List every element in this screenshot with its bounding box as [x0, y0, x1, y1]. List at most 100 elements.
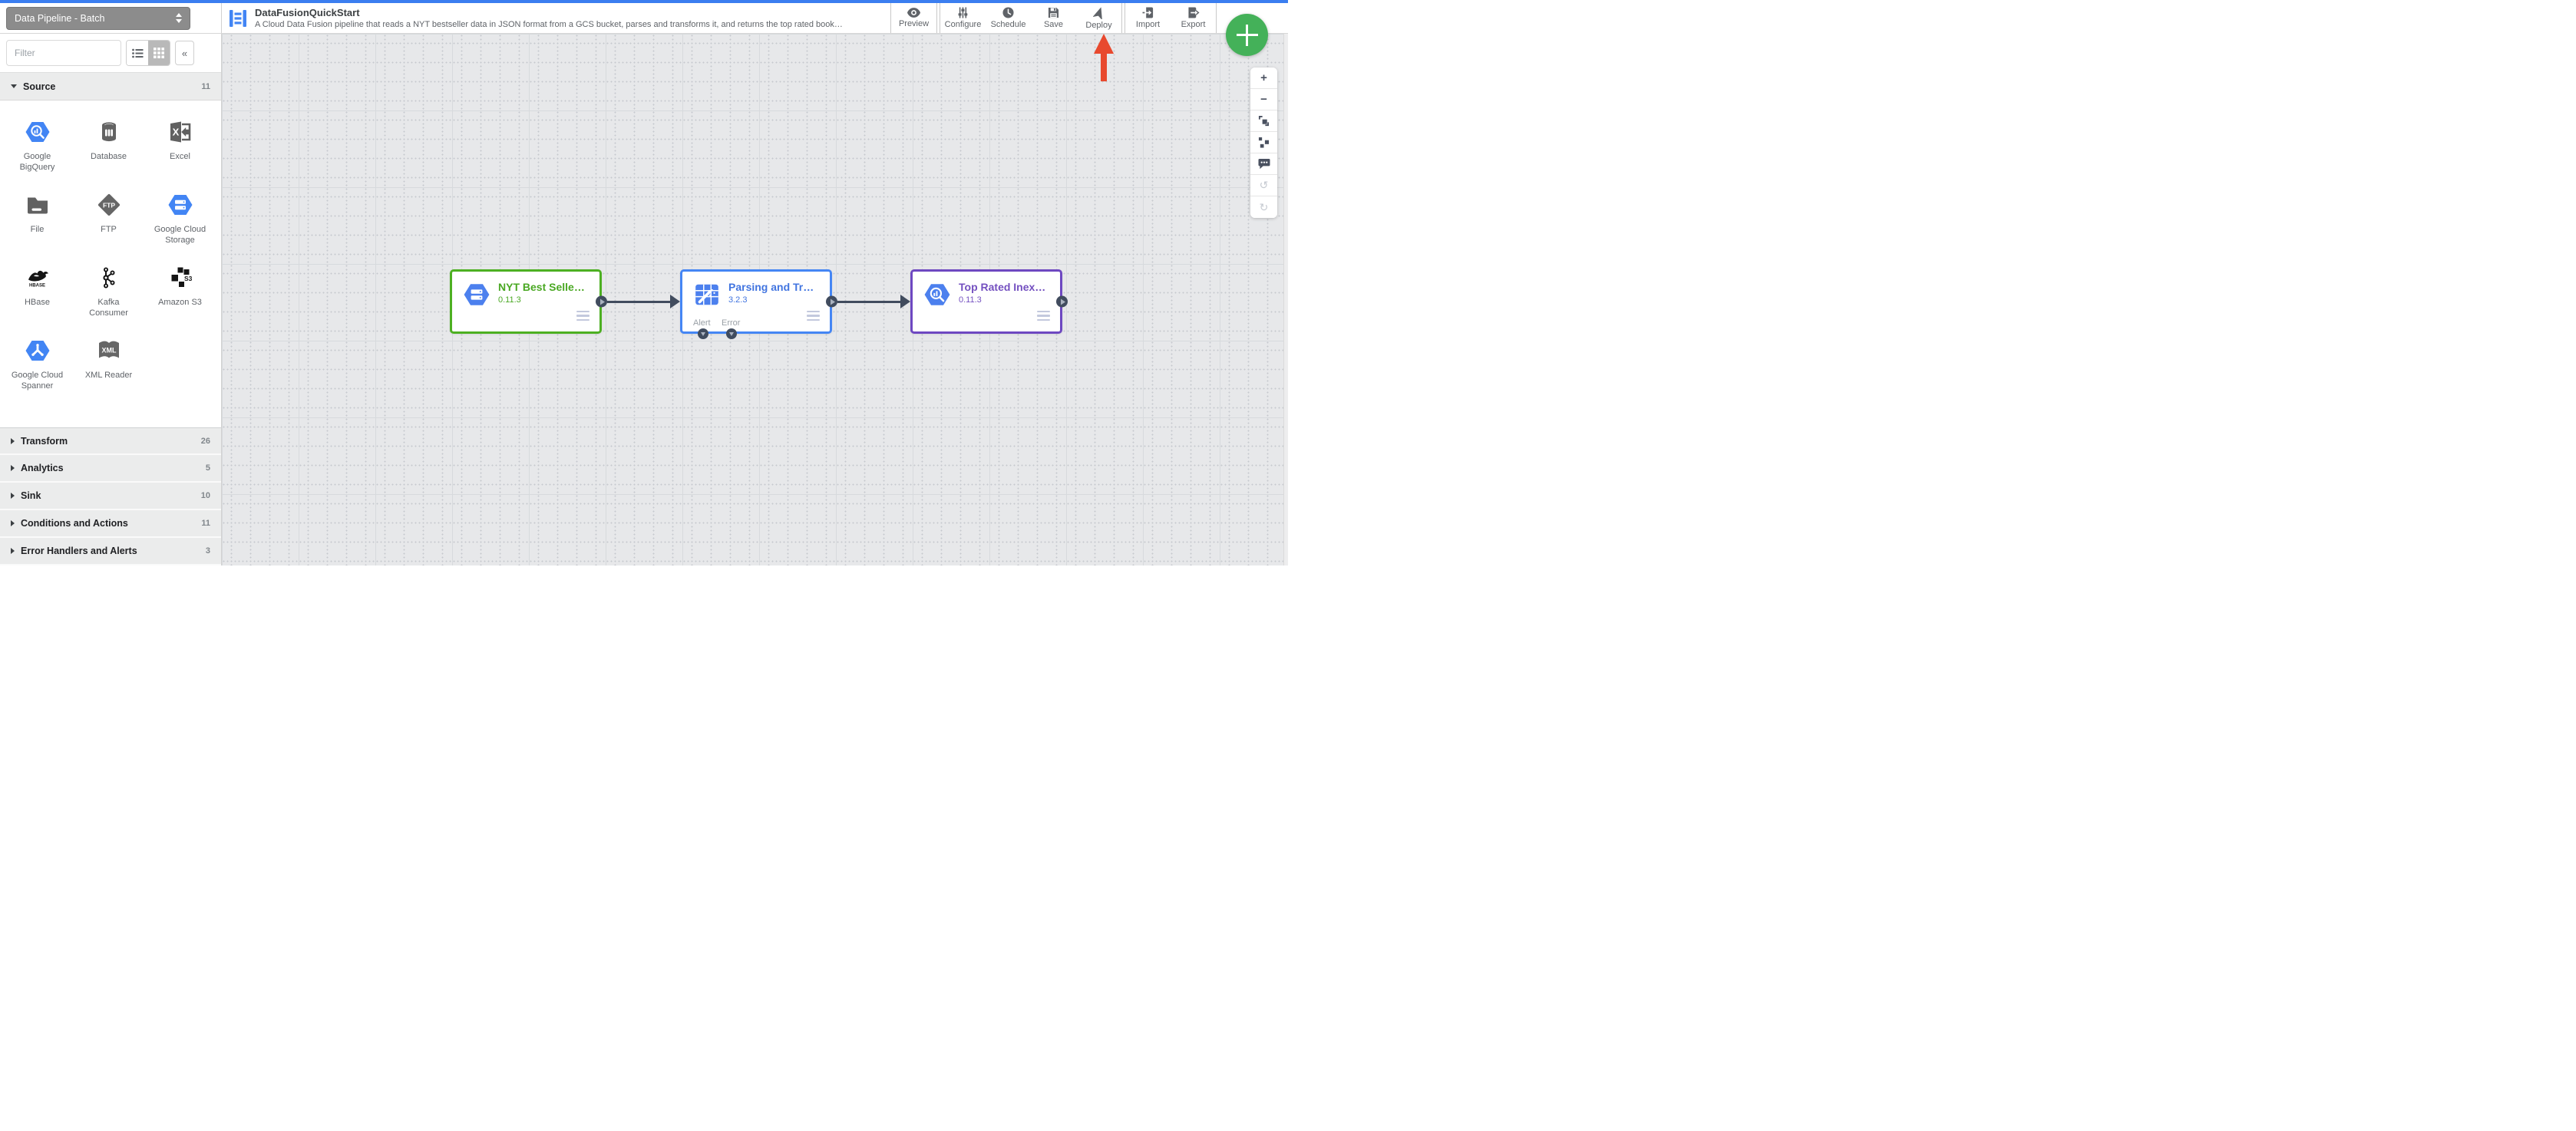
database-icon [101, 122, 116, 142]
data-fusion-studio: Data Pipeline - Batch DataFusionQuickSta… [0, 0, 1288, 566]
preview-button[interactable]: Preview [891, 3, 936, 33]
pipeline-type-select[interactable]: Data Pipeline - Batch [6, 6, 190, 30]
section-count: 3 [205, 546, 210, 556]
plugin-item-google-cloud-spanner[interactable]: Google Cloud Spanner [2, 338, 73, 411]
filter-input[interactable] [6, 40, 121, 66]
pipeline-title: DataFusionQuickStart [255, 6, 360, 18]
toolbar-group-io: Import Export [1125, 3, 1217, 33]
section-error-handlers-and-alerts[interactable]: Error Handlers and Alerts 3 [0, 538, 221, 566]
node-version: 0.11.3 [498, 295, 521, 305]
list-view-button[interactable] [127, 41, 148, 65]
pipeline-titles: DataFusionQuickStart A Cloud Data Fusion… [255, 7, 843, 30]
comment-button[interactable] [1250, 153, 1277, 175]
node-menu-icon[interactable] [1037, 310, 1050, 324]
plugin-item-hbase[interactable]: HBASE HBase [2, 265, 73, 338]
node-menu-icon[interactable] [807, 310, 820, 324]
output-port[interactable] [596, 295, 607, 308]
deploy-button[interactable]: Deploy [1076, 3, 1121, 33]
edge-wrangler-to-sink [837, 295, 910, 308]
caret-right-icon [11, 437, 15, 444]
node-parsing-and-transform[interactable]: Parsing and Tr… 3.2.3 Alert Error [680, 269, 837, 339]
grid-icon [154, 48, 164, 58]
google-bigquery-icon [924, 284, 950, 305]
hbase-orca-icon: HBASE [28, 270, 48, 289]
node-top-rated-sink[interactable]: Top Rated Inex… 0.11.3 [910, 269, 1068, 334]
plugin-item-ftp[interactable]: FTP FTP [73, 192, 144, 265]
svg-text:FTP: FTP [102, 202, 114, 209]
fit-to-screen-icon [1258, 115, 1270, 127]
edge-arrowhead [670, 295, 680, 308]
undo-button[interactable]: ↺ [1250, 175, 1277, 196]
alert-port[interactable] [698, 328, 708, 339]
plugin-item-database[interactable]: Database [73, 119, 144, 192]
redo-button[interactable]: ↻ [1250, 196, 1277, 218]
browser-scrollbar[interactable] [1283, 34, 1288, 566]
caret-right-icon [11, 493, 15, 499]
plugin-item-google-cloud-storage[interactable]: Google Cloud Storage [144, 192, 216, 265]
app-body: « Source 11 Google BigQuery Database X [0, 34, 1288, 566]
output-port[interactable] [826, 295, 837, 308]
plugin-item-excel[interactable]: X Excel [144, 119, 216, 192]
section-count: 10 [200, 491, 210, 500]
pipeline-canvas[interactable]: NYT Best Selle… 0.11.3 Parsing and Tr… 3… [222, 34, 1288, 566]
section-analytics[interactable]: Analytics 5 [0, 455, 221, 483]
section-source[interactable]: Source 11 [0, 73, 221, 101]
app-header: Data Pipeline - Batch DataFusionQuickSta… [0, 3, 1288, 34]
plugin-item-kafka-consumer[interactable]: Kafka Consumer [73, 265, 144, 338]
section-count: 5 [205, 463, 210, 473]
node-title: NYT Best Selle… [498, 281, 585, 293]
select-arrows-icon [176, 13, 182, 23]
xml-reader-icon: XML [98, 341, 119, 358]
add-fab-button[interactable] [1226, 14, 1268, 56]
google-bigquery-icon [25, 122, 49, 142]
zoom-in-button[interactable]: + [1250, 68, 1277, 89]
eye-icon [907, 8, 920, 18]
google-cloud-storage-icon [168, 195, 192, 215]
error-port[interactable] [726, 328, 737, 339]
plugin-item-file[interactable]: File [2, 192, 73, 265]
kafka-icon [102, 267, 114, 289]
floppy-icon [1048, 7, 1059, 18]
section-count: 26 [200, 436, 210, 446]
node-nyt-best-sellers[interactable]: NYT Best Selle… 0.11.3 [450, 269, 607, 334]
node-menu-icon[interactable] [576, 310, 590, 324]
section-sink[interactable]: Sink 10 [0, 483, 221, 510]
list-icon [131, 48, 143, 58]
caret-right-icon [11, 465, 15, 471]
google-cloud-storage-icon [464, 284, 490, 305]
plugin-item-amazon-s3[interactable]: S3 Amazon S3 [144, 265, 216, 338]
plugin-sidebar: « Source 11 Google BigQuery Database X [0, 34, 222, 566]
node-version: 0.11.3 [959, 295, 982, 305]
zoom-out-button[interactable]: − [1250, 89, 1277, 110]
google-cloud-spanner-icon [25, 341, 49, 361]
configure-button[interactable]: Configure [940, 3, 986, 33]
svg-text:XML: XML [101, 347, 117, 354]
fit-to-screen-button[interactable] [1250, 110, 1277, 132]
output-port[interactable] [1056, 295, 1068, 308]
down-triangle-icon [700, 332, 705, 336]
comment-icon [1258, 158, 1270, 170]
section-transform[interactable]: Transform 26 [0, 427, 221, 455]
toolbar-group-preview: Preview [890, 3, 937, 33]
pipeline-type-area: Data Pipeline - Batch [0, 3, 222, 33]
auto-align-icon [1258, 137, 1270, 148]
error-port-label: Error [722, 318, 741, 328]
source-items-grid: Google BigQuery Database X Excel File FT… [0, 101, 221, 427]
section-conditions-and-actions[interactable]: Conditions and Actions 11 [0, 510, 221, 538]
auto-align-button[interactable] [1250, 132, 1277, 153]
svg-text:X: X [172, 127, 179, 138]
edge-arrowhead [900, 295, 910, 308]
plugin-item-xml-reader[interactable]: XML XML Reader [73, 338, 144, 411]
caret-right-icon [11, 548, 15, 554]
schedule-button[interactable]: Schedule [986, 3, 1031, 33]
save-button[interactable]: Save [1031, 3, 1076, 33]
node-title: Parsing and Tr… [728, 281, 814, 293]
export-button[interactable]: Export [1171, 3, 1216, 33]
node-version: 3.2.3 [728, 295, 748, 305]
import-button[interactable]: Import [1125, 3, 1171, 33]
grid-view-button[interactable] [148, 41, 170, 65]
import-icon [1142, 7, 1153, 18]
plugin-item-google-bigquery[interactable]: Google BigQuery [2, 119, 73, 192]
filter-row: « [0, 34, 221, 73]
collapse-sidebar-button[interactable]: « [175, 41, 194, 65]
